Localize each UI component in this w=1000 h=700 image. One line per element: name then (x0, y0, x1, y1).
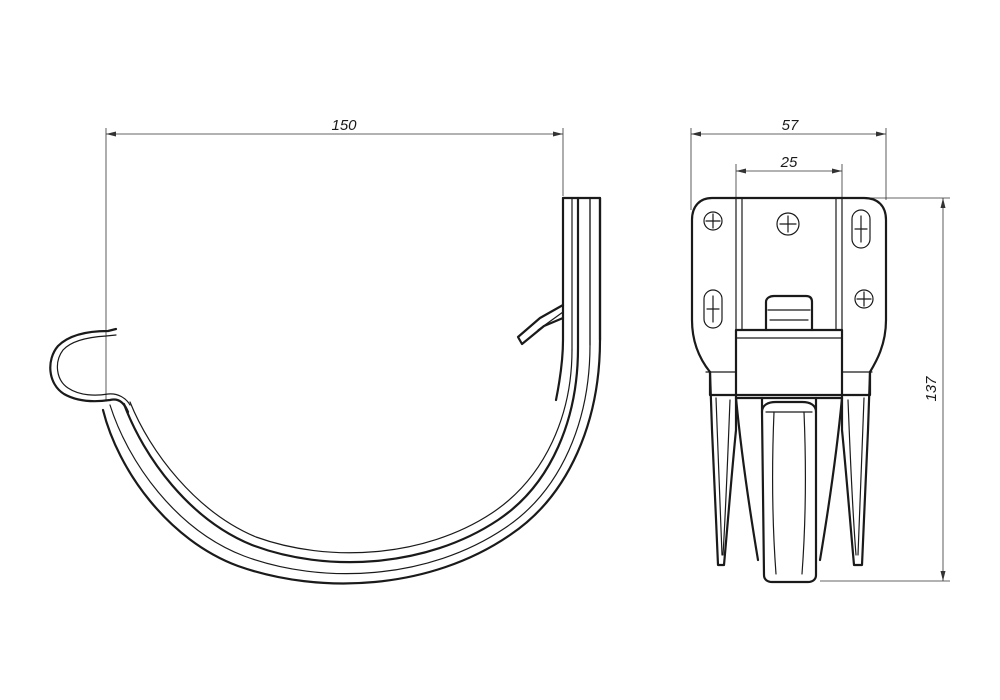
side-view: 150 (49, 117, 602, 585)
dimension-57: 57 (690, 117, 887, 210)
bracket-body-outer (101, 196, 602, 585)
dimension-label-57: 57 (782, 117, 799, 134)
screw-slot-left (703, 289, 723, 329)
dimension-25: 25 (735, 154, 843, 198)
back-plate (554, 196, 602, 402)
dimension-137: 137 (820, 197, 950, 582)
screw-hole-top-center (776, 212, 800, 236)
dimension-label-137: 137 (923, 376, 940, 402)
dimension-label-25: 25 (780, 154, 798, 171)
right-arm (840, 370, 872, 567)
screw-slot-top-right (851, 209, 871, 249)
front-hook-curl (49, 327, 130, 414)
locking-tab (516, 303, 565, 346)
screw-hole-right (854, 289, 874, 309)
left-arm (708, 370, 738, 567)
dimension-150: 150 (105, 117, 564, 400)
cradle-block (734, 328, 844, 400)
dimension-label-150: 150 (331, 117, 357, 134)
center-channel (760, 396, 818, 414)
front-locking-tab (764, 294, 814, 332)
front-view: 57 25 137 (690, 117, 950, 584)
screw-hole-top-left (703, 211, 723, 231)
